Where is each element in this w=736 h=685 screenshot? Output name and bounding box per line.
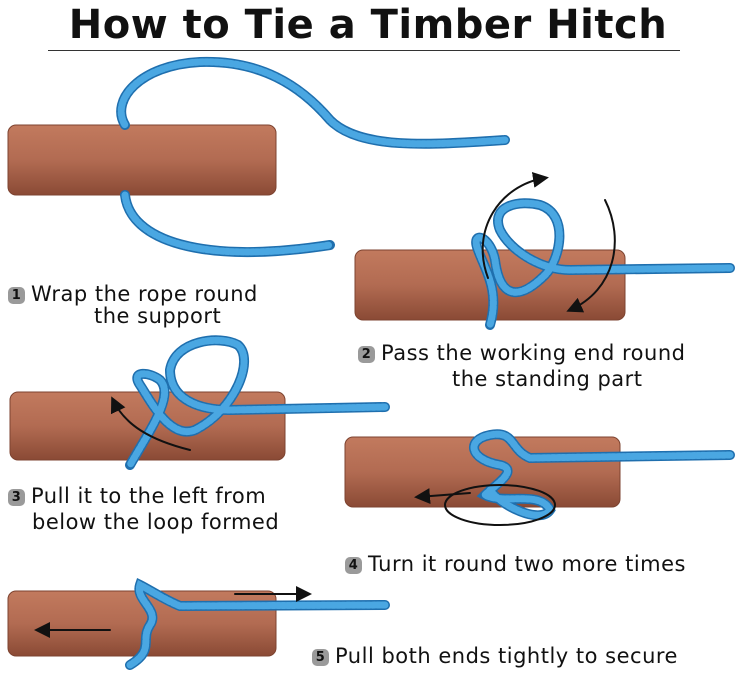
step-number-badge: 5 bbox=[312, 649, 329, 666]
rope-step-4 bbox=[414, 429, 735, 526]
caption-line: the support bbox=[94, 304, 222, 328]
step-number-badge: 1 bbox=[8, 287, 25, 304]
caption-line: Pull both ends tightly to secure bbox=[335, 644, 678, 668]
arrow-icon bbox=[110, 396, 191, 451]
caption-line: Pull it to the left from bbox=[31, 484, 267, 508]
rope-step-3 bbox=[110, 335, 390, 470]
arrow-icon bbox=[414, 488, 471, 505]
step-2-caption: 2 Pass the working end round the standing… bbox=[358, 340, 685, 392]
title-underline bbox=[48, 50, 680, 51]
caption-line: Wrap the rope round bbox=[31, 282, 258, 306]
step-5-caption: 5 Pull both ends tightly to secure bbox=[312, 643, 678, 669]
caption-line: Turn it round two more times bbox=[368, 552, 686, 576]
log-step-1 bbox=[7, 124, 277, 196]
arrow-icon bbox=[566, 199, 616, 313]
rope-step-2 bbox=[471, 171, 735, 330]
caption-line: Pass the working end round bbox=[381, 341, 686, 365]
step-4-caption: 4 Turn it round two more times bbox=[345, 551, 686, 577]
step-number-badge: 4 bbox=[345, 557, 362, 574]
caption-line: the standing part bbox=[452, 367, 643, 391]
rope-step-1 bbox=[116, 56, 510, 257]
step-3-caption: 3 Pull it to the left from below the loop… bbox=[8, 483, 279, 535]
step-1-caption: 1 Wrap the rope round the support bbox=[8, 281, 258, 329]
step-number-badge: 2 bbox=[358, 346, 375, 363]
step-number-badge: 3 bbox=[8, 489, 25, 506]
rotation-path-icon bbox=[444, 484, 556, 526]
page-title: How to Tie a Timber Hitch bbox=[68, 2, 668, 48]
caption-line: below the loop formed bbox=[32, 510, 280, 534]
rope-step-5 bbox=[34, 577, 390, 670]
arrow-icon bbox=[481, 171, 549, 279]
